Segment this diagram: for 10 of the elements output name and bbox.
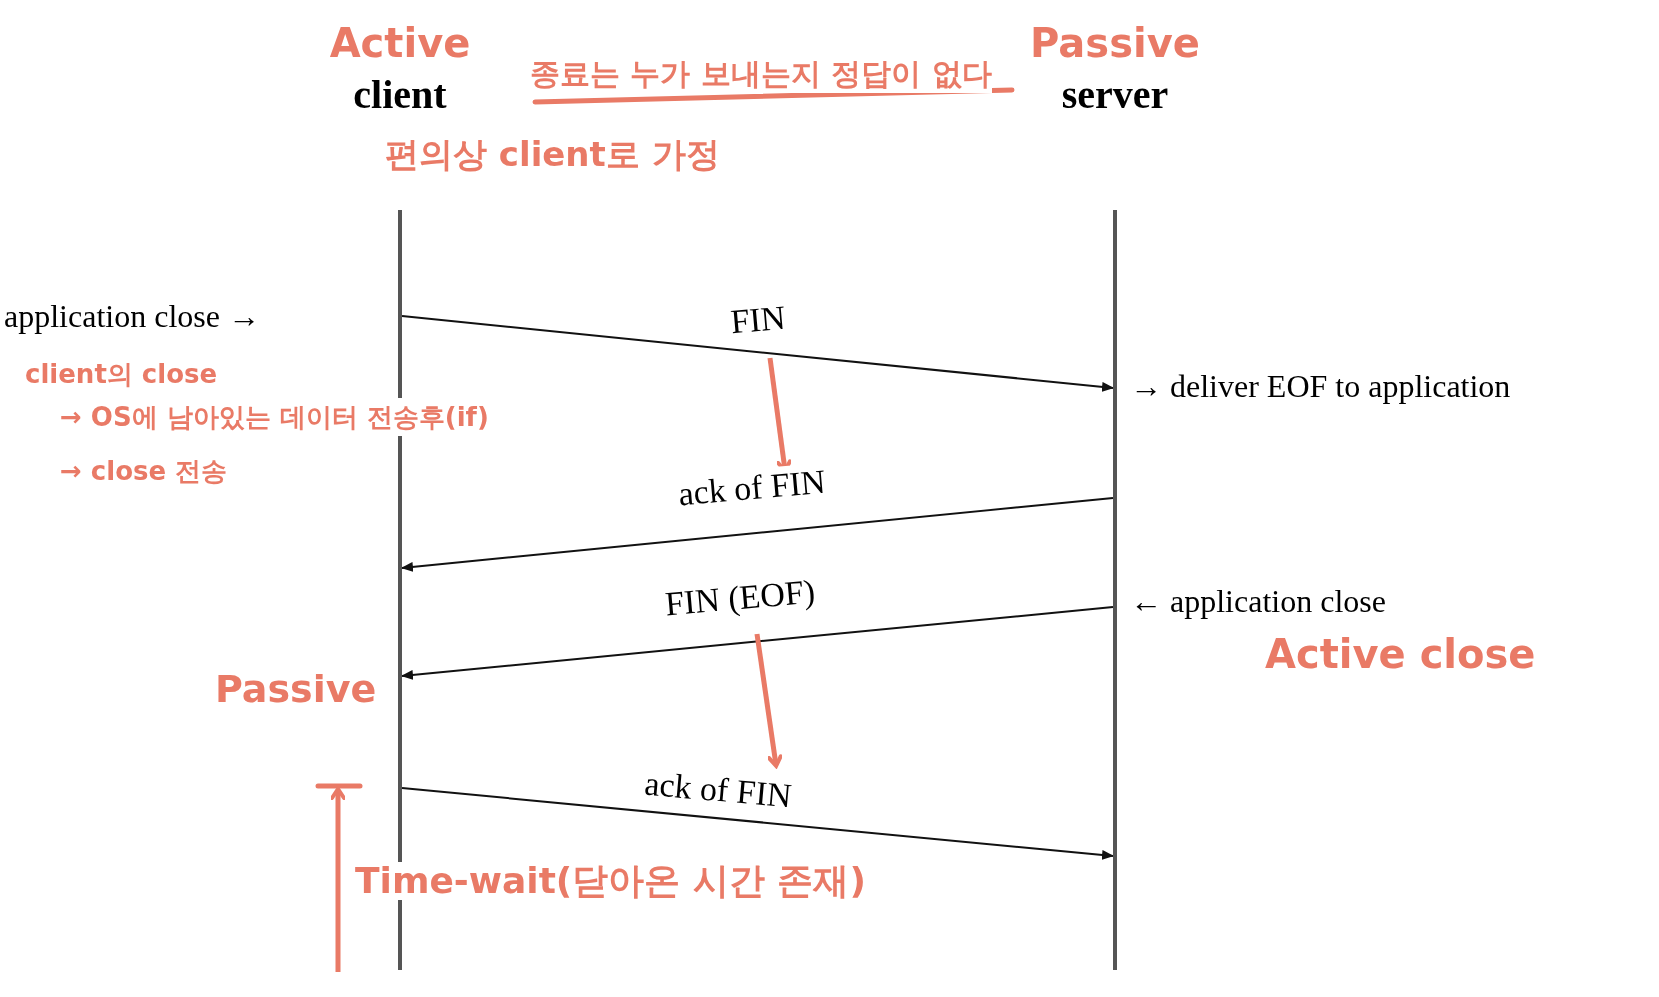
message-arrow [401, 497, 1114, 572]
participant-label: server [1060, 71, 1170, 119]
annotation-note: Time-wait(닫아온 시간 존재) [355, 862, 866, 900]
annotation-note: → OS에 남아있는 데이터 전송후(if) [60, 398, 489, 436]
participant-label: client [352, 71, 448, 119]
annotation-note: Active [328, 20, 472, 66]
message-arrow [401, 315, 1114, 392]
message-arrow [401, 787, 1114, 860]
message-arrow [401, 606, 1114, 680]
annotation-note: Passive [1029, 20, 1201, 66]
